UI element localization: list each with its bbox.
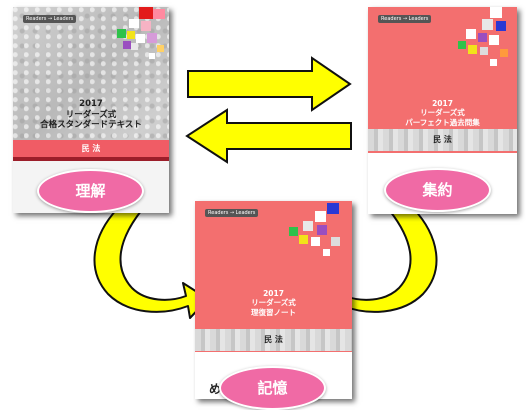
book-title-name: 合格スタンダードテキスト (40, 120, 142, 131)
arrow-left-icon (185, 108, 352, 164)
label-consolidation: 集約 (384, 168, 491, 212)
footer-mark: め (209, 382, 222, 396)
book-title-series: リーダーズ式 (65, 109, 117, 120)
book-title: 2017 リーダーズ式 合格スタンダードテキスト (13, 99, 169, 131)
subject-band-shadow (13, 157, 169, 161)
arrow-right-icon (187, 56, 352, 112)
publisher-tag: Readers → Leaders (205, 209, 259, 217)
book-title-series: リーダーズ式 (420, 108, 465, 118)
book-title-year: 2017 (79, 99, 103, 109)
book-title-series: リーダーズ式 (251, 298, 296, 308)
book-title: 2017 リーダーズ式 理復習ノート (195, 289, 352, 317)
book-title-name: パーフェクト過去問集 (405, 117, 480, 127)
book-title: 2017 リーダーズ式 パーフェクト過去問集 (368, 99, 517, 127)
mosaic-logo (456, 7, 517, 77)
label-understanding: 理解 (37, 169, 144, 213)
book-title-year: 2017 (263, 289, 284, 298)
curved-arrow-left-icon (93, 207, 209, 319)
subject-band: 民 法 (264, 335, 283, 344)
subject-strip (368, 129, 517, 151)
publisher-tag: Readers → Leaders (23, 15, 77, 23)
subject-strip (195, 329, 352, 351)
book-title-name: 理復習ノート (251, 307, 296, 317)
label-memorization: 記憶 (219, 366, 326, 410)
mosaic-logo (109, 7, 169, 69)
subject-band: 民 法 (13, 140, 169, 157)
subject-band: 民 法 (433, 135, 452, 144)
book-title-year: 2017 (432, 99, 453, 108)
publisher-tag: Readers → Leaders (378, 15, 432, 23)
mosaic-logo (287, 201, 352, 267)
